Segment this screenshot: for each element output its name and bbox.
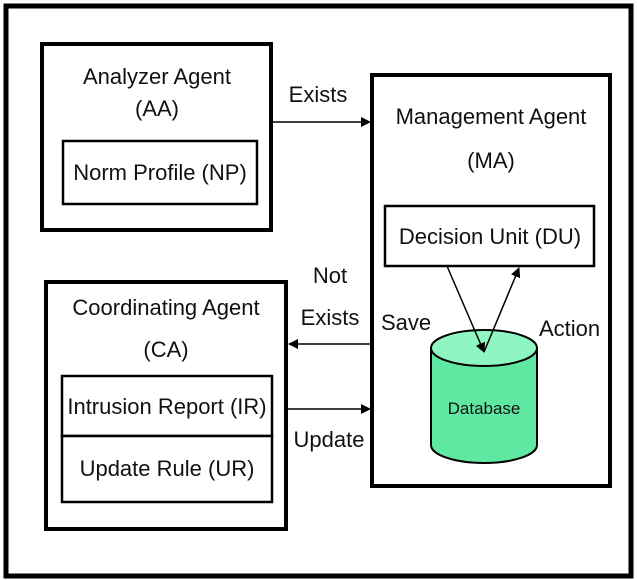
database-cylinder: Database bbox=[430, 329, 538, 464]
decision-unit-label: Decision Unit (DU) bbox=[399, 224, 581, 249]
coordinating-agent-title: Coordinating Agent bbox=[72, 295, 259, 320]
analyzer-agent-title: Analyzer Agent bbox=[83, 64, 231, 89]
norm-profile-label: Norm Profile (NP) bbox=[73, 160, 247, 185]
management-agent-title: Management Agent bbox=[396, 104, 587, 129]
exists-label: Exists bbox=[289, 82, 348, 107]
update-rule-box bbox=[60, 434, 274, 504]
database-label: Database bbox=[448, 399, 521, 418]
analyzer-agent-abbrev: (AA) bbox=[135, 96, 179, 121]
action-arrow bbox=[483, 267, 521, 353]
analyzer-agent-box: Analyzer Agent (AA) Norm Profile (NP) bbox=[40, 42, 273, 232]
management-agent-box: Management Agent (MA) Decision Unit (DU)… bbox=[370, 73, 612, 488]
save-label: Save bbox=[381, 310, 431, 335]
database-top bbox=[430, 329, 538, 367]
not-exists-label-2: Exists bbox=[301, 305, 360, 330]
database-body bbox=[430, 348, 538, 464]
intrusion-report-label: Intrusion Report (IR) bbox=[67, 394, 266, 419]
update-rule-label: Update Rule (UR) bbox=[80, 456, 255, 481]
save-arrow bbox=[446, 265, 486, 353]
decision-unit-box bbox=[383, 204, 596, 268]
norm-profile-box bbox=[61, 139, 259, 206]
coordinating-agent-box: Coordinating Agent (CA) Intrusion Report… bbox=[44, 280, 288, 531]
management-agent-abbrev: (MA) bbox=[467, 148, 515, 173]
not-exists-label-1: Not bbox=[313, 263, 347, 288]
coordinating-agent-abbrev: (CA) bbox=[143, 337, 188, 362]
update-label: Update bbox=[294, 427, 365, 452]
action-label: Action bbox=[539, 316, 600, 341]
